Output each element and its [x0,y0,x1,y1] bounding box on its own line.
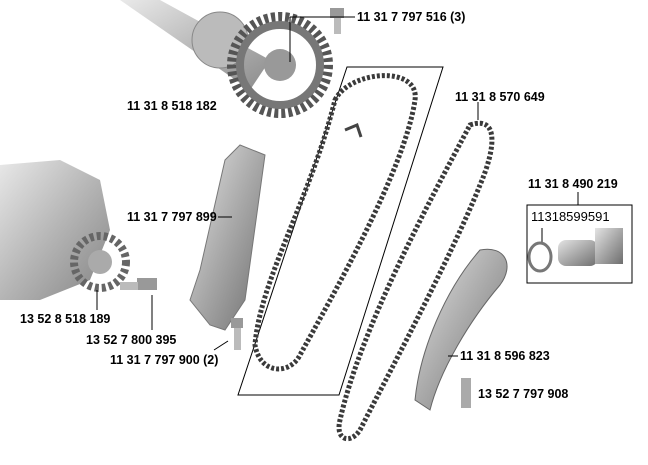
label-timing-chain: 11 31 8 570 649 [455,90,545,104]
label-guide-rail: 11 31 8 596 823 [460,349,550,363]
label-sprocket-bolt: 13 52 7 800 395 [86,333,177,347]
label-seal-ring: 11318599591 [531,209,610,224]
camshaft-sprocket [227,12,333,118]
camshaft-bolt [330,8,344,34]
upper-chain-box [237,66,444,396]
label-guide-pin: 13 52 7 797 908 [478,387,569,401]
lower-timing-chain [336,120,495,442]
label-pump-sprocket: 13 52 8 518 189 [20,312,111,326]
seal-ring [527,241,553,273]
label-tensioning-rail: 11 31 7 797 899 [127,210,217,224]
chain-tensioner [558,228,623,266]
label-chain-tensioner: 11 31 8 490 219 [528,177,618,191]
pump-sprocket [70,232,130,292]
tensioner-box [526,204,633,284]
label-rail-bolt: 11 31 7 797 900 (2) [110,353,219,367]
sprocket-bolt [120,278,157,290]
tensioning-rail [189,144,266,331]
label-camshaft-sprocket: 11 31 8 518 182 [127,99,217,113]
guide-rail [414,248,508,411]
upper-timing-chain [252,73,418,372]
rail-bolt [231,318,243,350]
label-camshaft-bolt: 11 31 7 797 516 (3) [357,10,466,24]
oil-pump-housing [0,160,110,300]
guide-pin [461,378,471,408]
